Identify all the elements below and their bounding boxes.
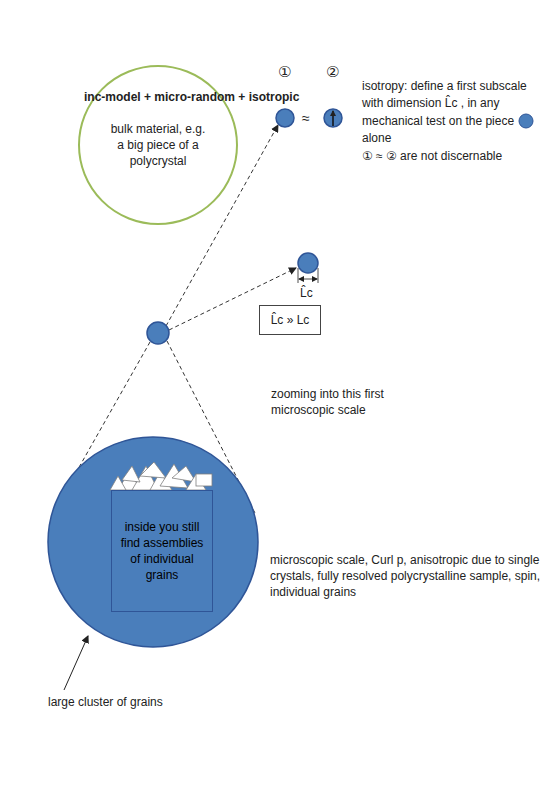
sample-circle <box>324 109 342 127</box>
zoom-note: zooming into this first microscopic scal… <box>271 386 431 418</box>
dimension-arrow <box>299 279 317 280</box>
note-text: ① ≈ ② are not discernable <box>362 149 502 163</box>
bulk-material-circle: bulk material, e.g. a big piece of a pol… <box>79 66 237 224</box>
cluster-label: large cluster of grains <box>48 694 163 710</box>
sample-circle <box>147 322 169 344</box>
dimension-tick <box>298 268 299 283</box>
note-text: alone <box>362 131 391 145</box>
sample-dot <box>517 113 535 129</box>
microscale-note: microscopic scale, Curl p, anisotropic d… <box>270 552 542 601</box>
isotropy-note: isotropy: define a first subscale with d… <box>362 78 544 165</box>
node-text: L̂c » Lc <box>271 312 310 328</box>
leader-arrow <box>64 636 88 690</box>
scale-relation-box: L̂c » Lc <box>259 305 321 335</box>
grain-assembly-box: inside you still find assemblies of indi… <box>111 490 213 612</box>
rotation-arrow <box>332 111 334 126</box>
callout-number: ② <box>326 62 339 82</box>
node-text: inside you still find assemblies of indi… <box>119 519 205 584</box>
sample-circle <box>276 109 294 127</box>
approx-sign: ≈ <box>302 109 310 128</box>
callout-number: ① <box>278 62 291 82</box>
diagram-title: inc-model + micro-random + isotropic <box>84 89 299 105</box>
dimension-tick <box>318 268 319 283</box>
dimension-label: L̂c <box>300 285 313 301</box>
grains <box>110 462 212 490</box>
node-text: bulk material, e.g. a big piece of a pol… <box>108 121 208 170</box>
grain-cluster-circle <box>48 437 258 647</box>
sample-circle <box>298 253 318 273</box>
bulk-circle <box>79 66 237 224</box>
note-text: isotropy: define a first subscale with d… <box>362 79 527 128</box>
